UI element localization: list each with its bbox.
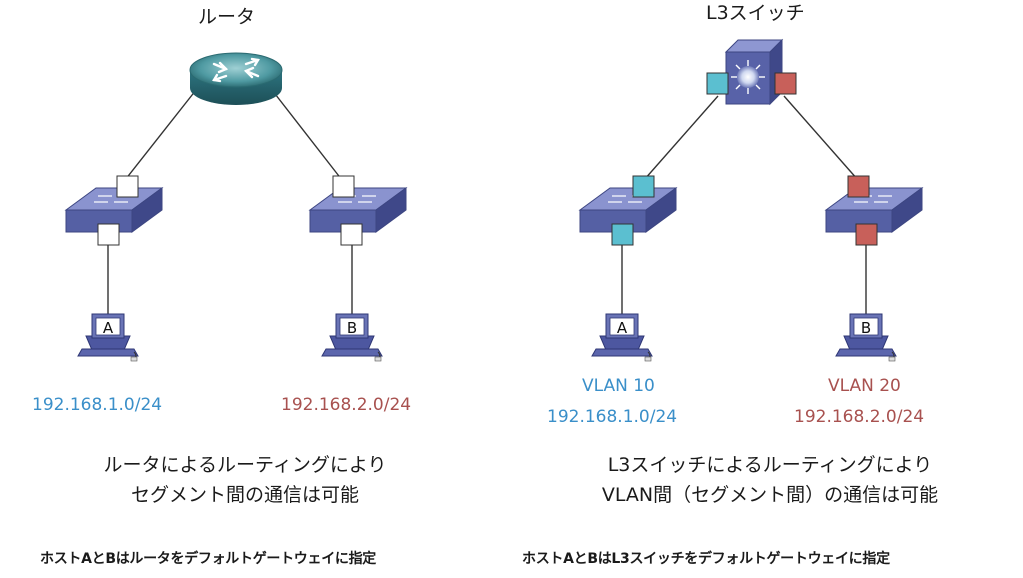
switch-icon-left-b[interactable] — [308, 187, 408, 233]
right-description: L3スイッチによるルーティングにより VLAN間（セグメント間）の通信は可能 — [550, 450, 990, 510]
port-right-a-access — [611, 223, 634, 246]
left-links — [107, 89, 353, 318]
port-left-a-access — [97, 223, 120, 246]
host-computer-icon-right-a[interactable] — [591, 313, 653, 362]
host-label-left-b: B — [347, 319, 357, 337]
port-right-b-access — [855, 223, 878, 246]
host-computer-icon-right-b[interactable] — [835, 313, 897, 362]
host-label-left-a: A — [103, 319, 114, 337]
left-title: ルータ — [198, 6, 256, 28]
port-l3-vlan20 — [774, 72, 797, 95]
right-host-a-vlan: VLAN 10 — [582, 376, 655, 396]
host-computer-icon-left-a[interactable] — [77, 313, 139, 362]
left-description-line2: セグメント間の通信は可能 — [130, 484, 359, 506]
port-left-b-uplink — [332, 175, 355, 198]
right-note: ホストAとBはL3スイッチをデフォルトゲートウェイに指定 — [522, 551, 890, 567]
left-description-line1: ルータによるルーティングにより — [103, 454, 387, 476]
left-description: ルータによるルーティングにより セグメント間の通信は可能 — [40, 450, 450, 510]
left-host-b-network: 192.168.2.0/24 — [281, 395, 412, 415]
right-host-b-vlan: VLAN 20 — [828, 376, 901, 396]
host-label-right-b: B — [861, 319, 871, 337]
left-note: ホストAとBはルータをデフォルトゲートウェイに指定 — [40, 551, 377, 567]
left-host-a-network: 192.168.1.0/24 — [32, 395, 163, 415]
host-label-right-a: A — [617, 319, 628, 337]
port-left-a-uplink — [116, 175, 139, 198]
right-host-b-network: 192.168.2.0/24 — [794, 407, 925, 427]
right-description-line1: L3スイッチによるルーティングにより — [607, 454, 933, 476]
right-host-a-network: 192.168.1.0/24 — [547, 407, 678, 427]
port-right-b-uplink — [847, 175, 870, 198]
right-title: L3スイッチ — [706, 2, 805, 24]
right-links — [621, 95, 867, 318]
port-left-b-access — [340, 223, 363, 246]
port-right-a-uplink — [632, 175, 655, 198]
host-computer-icon-left-b[interactable] — [321, 313, 383, 362]
port-l3-vlan10 — [706, 72, 729, 95]
l3-switch-icon[interactable] — [724, 38, 784, 106]
right-description-line2: VLAN間（セグメント間）の通信は可能 — [601, 484, 939, 506]
router-icon[interactable] — [189, 52, 283, 105]
